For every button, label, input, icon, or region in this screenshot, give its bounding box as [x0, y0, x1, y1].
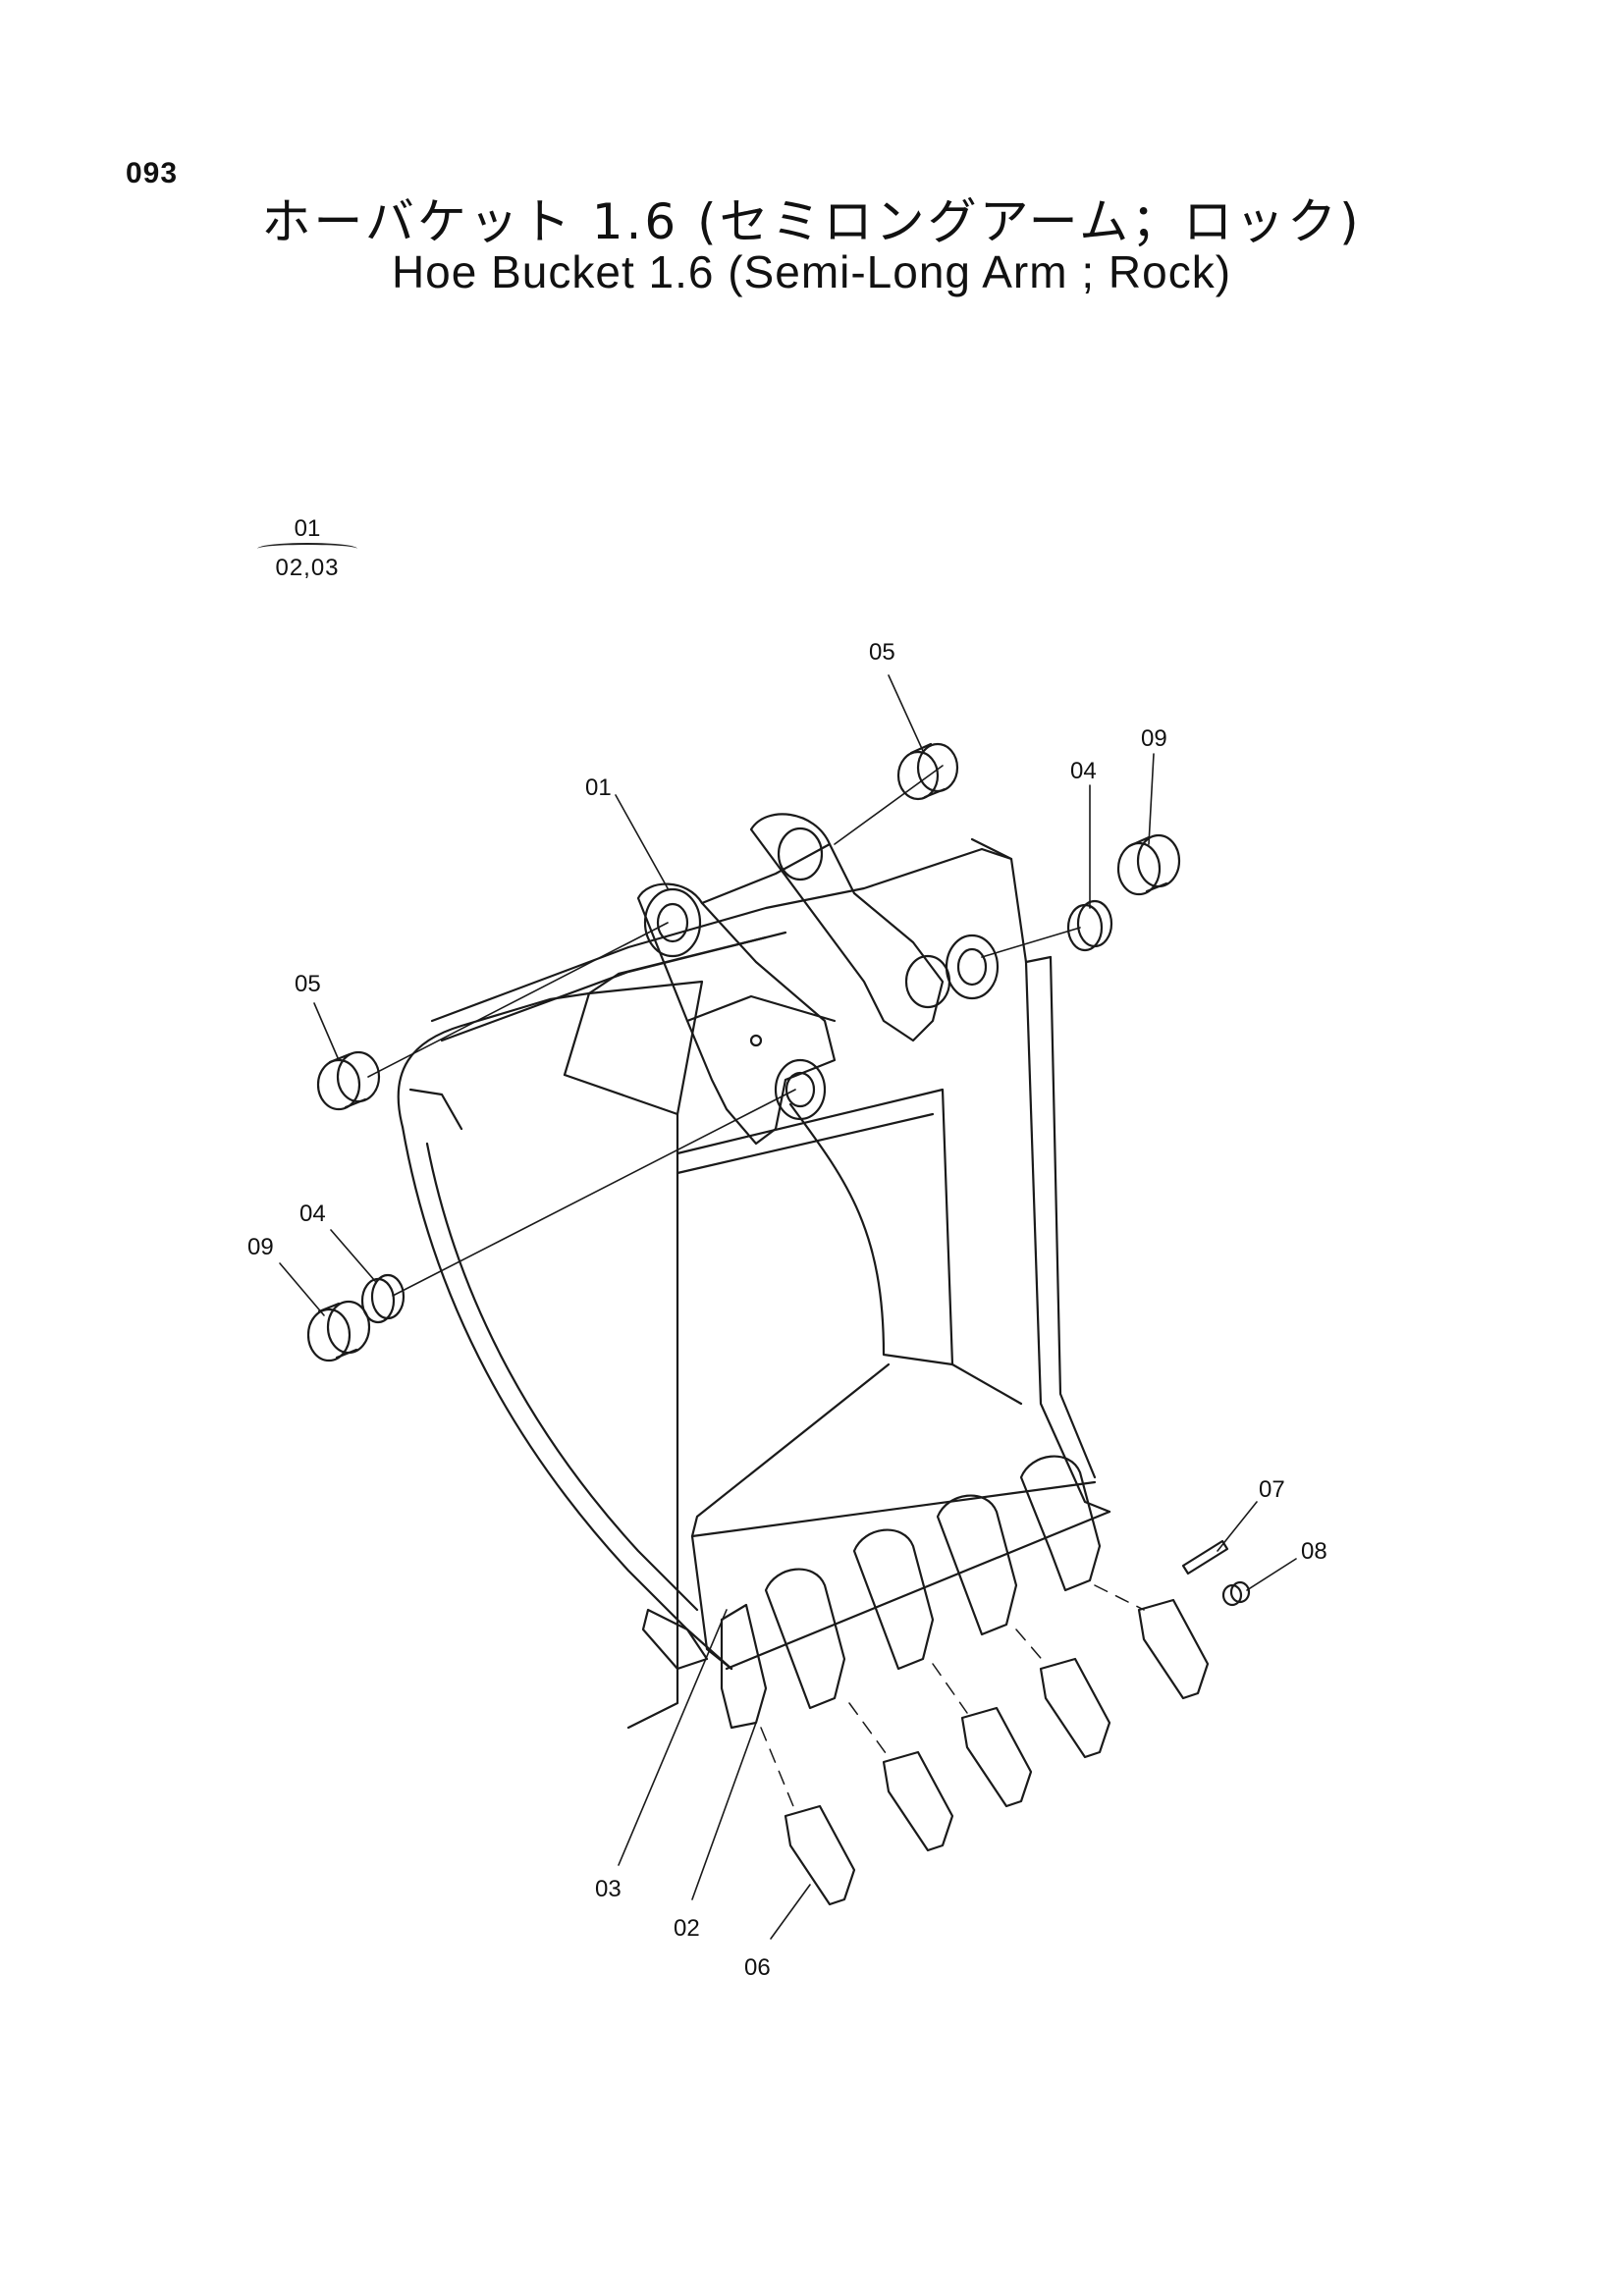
callout-08: 08 [1301, 1538, 1327, 1565]
bushing-09-right [1116, 833, 1181, 896]
assembly-parent: 01 [294, 515, 321, 542]
callout-01: 01 [585, 774, 612, 801]
callout-07: 07 [1259, 1476, 1285, 1503]
teeth [784, 1598, 1210, 1906]
leader-lines [279, 674, 1297, 1940]
assembly-note: 01 02,03 [253, 515, 361, 582]
page-number: 093 [126, 157, 179, 189]
callout-09-right: 09 [1141, 725, 1167, 752]
tooth-guide-lines [760, 1584, 1145, 1812]
callout-06: 06 [744, 1954, 771, 1981]
boss-bracket [636, 813, 1000, 1146]
axis-lines [367, 765, 1081, 1297]
callout-02: 02 [674, 1915, 700, 1942]
assembly-children: 02,03 [275, 555, 340, 581]
assembly-brace [257, 543, 357, 555]
callout-09-left: 09 [247, 1234, 274, 1260]
title-english: Hoe Bucket 1.6 (Semi-Long Arm ; Rock) [391, 246, 1232, 297]
boss-hole-upper-left [643, 887, 702, 958]
callout-05-top: 05 [869, 639, 895, 666]
bushings [306, 742, 1181, 1362]
washer-04-right [1066, 899, 1113, 952]
boss-hole-lower-left [774, 1058, 827, 1121]
bushing-05-left [316, 1050, 381, 1111]
boss-hole-upper-right [777, 827, 824, 881]
callout-05-left: 05 [295, 971, 321, 997]
title-japanese: ホーバケット 1.6 (セミロングアーム；ロック) [261, 193, 1362, 250]
callout-04-right: 04 [1070, 758, 1097, 784]
callout-04-left: 04 [299, 1201, 326, 1227]
bucket-body [397, 837, 1111, 1730]
washer-04-left [360, 1273, 406, 1324]
pin-07 [1181, 1539, 1229, 1575]
callout-03: 03 [595, 1876, 622, 1902]
lock-08 [1221, 1580, 1251, 1607]
bushing-09-left [306, 1300, 371, 1362]
